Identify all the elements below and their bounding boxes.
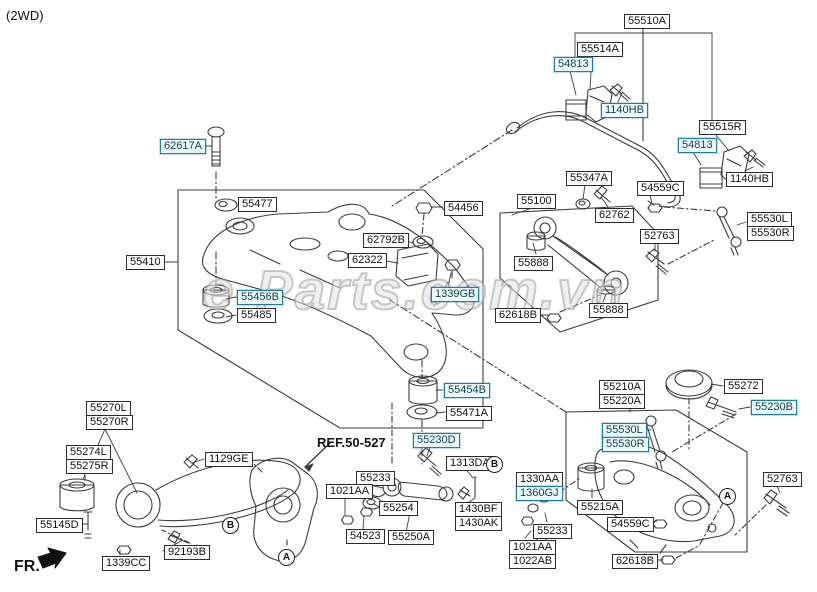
part-label-55145D[interactable]: 55145D	[36, 518, 83, 533]
part-label-55514A[interactable]: 55514A	[577, 42, 623, 57]
part-label-62762[interactable]: 62762	[595, 208, 634, 223]
part-label-54559C-lower[interactable]: 54559C	[607, 517, 654, 532]
part-label-62322[interactable]: 62322	[348, 253, 387, 268]
part-label-55530R-upper[interactable]: 55530R	[747, 226, 794, 241]
part-label-55230B[interactable]: 55230B	[751, 400, 797, 415]
part-label-1330AA[interactable]: 1330AA	[516, 472, 564, 487]
part-label-55454B[interactable]: 55454B	[444, 383, 490, 398]
part-label-1129GE[interactable]: 1129GE	[205, 452, 253, 467]
part-label-1430AK[interactable]: 1430AK	[455, 516, 503, 531]
ref-diagram-label[interactable]: REF.50-527	[317, 435, 386, 450]
part-label-54813-right[interactable]: 54813	[678, 138, 717, 153]
part-label-55210A[interactable]: 55210A	[599, 380, 645, 395]
part-label-1360GJ[interactable]: 1360GJ	[516, 486, 563, 501]
part-label-55456B[interactable]: 55456B	[237, 290, 283, 305]
leader-lines	[76, 55, 781, 561]
part-label-55471A[interactable]: 55471A	[446, 406, 492, 421]
upper-arm-55100-drawing	[526, 185, 742, 323]
part-label-55230D[interactable]: 55230D	[413, 433, 460, 448]
part-label-55275R[interactable]: 55275R	[66, 459, 113, 474]
part-label-55888-lower[interactable]: 55888	[589, 303, 628, 318]
part-label-1339CC[interactable]: 1339CC	[102, 556, 151, 571]
part-label-62792B[interactable]: 62792B	[363, 233, 409, 248]
part-label-55274L[interactable]: 55274L	[66, 445, 111, 460]
upper-arm-assembly-box	[499, 205, 659, 333]
callout-circle-a-right: A	[719, 488, 736, 505]
part-label-55272[interactable]: 55272	[724, 379, 763, 394]
part-label-54559C-top[interactable]: 54559C	[637, 181, 684, 196]
part-label-52763-upper[interactable]: 52763	[640, 229, 679, 244]
part-label-55270L[interactable]: 55270L	[86, 401, 131, 416]
part-label-55530L-upper[interactable]: 55530L	[747, 212, 792, 227]
stabilizer-bar-drawing	[505, 26, 766, 208]
part-label-55100[interactable]: 55100	[517, 194, 556, 209]
part-label-1430BF[interactable]: 1430BF	[455, 502, 502, 517]
part-label-1140HB-right[interactable]: 1140HB	[726, 172, 773, 187]
part-label-92193B[interactable]: 92193B	[164, 545, 210, 560]
part-label-1313DA[interactable]: 1313DA	[446, 456, 494, 471]
callout-circle-a-left: A	[278, 549, 295, 566]
part-label-55530L-lower[interactable]: 55530L	[602, 423, 647, 438]
part-label-55888-upper[interactable]: 55888	[514, 256, 553, 271]
part-label-62618B-bottom[interactable]: 62618B	[612, 554, 658, 569]
fr-label: FR.	[14, 558, 40, 575]
part-label-55250A[interactable]: 55250A	[388, 530, 434, 545]
fr-direction-arrow	[37, 547, 67, 569]
part-label-55530R-lower[interactable]: 55530R	[602, 437, 649, 452]
part-label-55233-right[interactable]: 55233	[533, 524, 572, 539]
part-label-1022AB[interactable]: 1022AB	[509, 554, 557, 569]
crossmember-55410-drawing	[201, 129, 513, 465]
trailing-arm-and-knuckle-drawing	[59, 442, 331, 567]
part-label-55215A[interactable]: 55215A	[577, 500, 623, 515]
part-label-54523[interactable]: 54523	[346, 529, 385, 544]
part-label-55233-mid[interactable]: 55233	[356, 471, 395, 486]
lower-arm-assembly-box	[565, 409, 748, 553]
part-label-54813-left[interactable]: 54813	[554, 57, 593, 72]
part-label-55510A[interactable]: 55510A	[624, 14, 670, 29]
drive-variant-label: (2WD)	[6, 8, 44, 23]
callout-circle-b-mid: B	[486, 456, 503, 473]
bolt-62617A-drawing	[207, 126, 225, 201]
part-label-1339GB[interactable]: 1339GB	[431, 287, 480, 302]
crossmember-assembly-box	[177, 189, 484, 429]
part-label-52763-lower[interactable]: 52763	[763, 472, 802, 487]
part-label-55270R[interactable]: 55270R	[86, 415, 133, 430]
part-label-1021AA-bottom[interactable]: 1021AA	[509, 540, 557, 555]
part-label-1140HB-left[interactable]: 1140HB	[601, 103, 648, 118]
part-label-62617A[interactable]: 62617A	[160, 139, 206, 154]
part-label-55477[interactable]: 55477	[238, 197, 277, 212]
part-label-1021AA-mid[interactable]: 1021AA	[326, 484, 374, 499]
part-label-55485[interactable]: 55485	[237, 308, 276, 323]
part-label-55515R[interactable]: 55515R	[699, 120, 746, 135]
part-label-54456[interactable]: 54456	[444, 201, 483, 216]
lower-arm-drawing	[389, 299, 790, 565]
part-label-55347A[interactable]: 55347A	[566, 171, 612, 186]
part-label-62618B-left[interactable]: 62618B	[495, 308, 541, 323]
callout-circle-b-left: B	[222, 517, 239, 534]
part-label-55220A[interactable]: 55220A	[599, 394, 645, 409]
part-label-55254[interactable]: 55254	[379, 501, 418, 516]
part-label-55410[interactable]: 55410	[126, 255, 165, 270]
